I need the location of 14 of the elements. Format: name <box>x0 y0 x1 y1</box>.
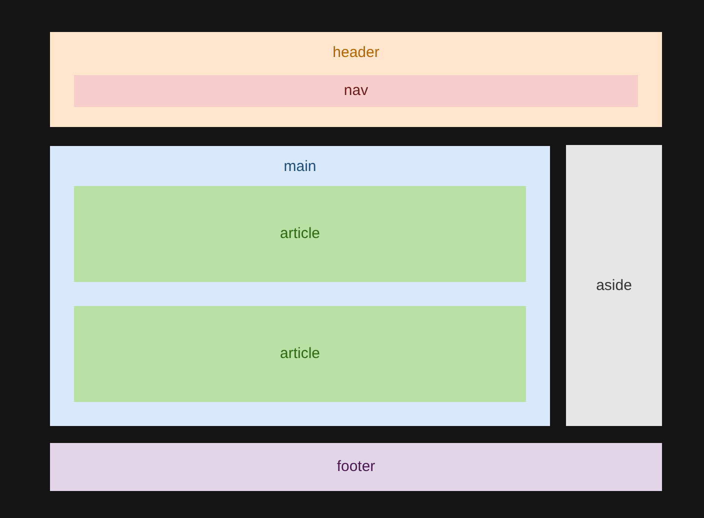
region-label: article <box>280 345 320 363</box>
article-region <box>74 186 526 282</box>
article-region <box>74 306 526 402</box>
main-region <box>50 146 550 426</box>
header-region <box>50 32 662 127</box>
region-label: main <box>284 158 316 176</box>
region-label: aside <box>596 276 632 294</box>
aside-region <box>566 145 662 426</box>
region-label: footer <box>336 458 376 476</box>
region-label: header <box>332 44 380 62</box>
footer-region <box>50 443 662 491</box>
region-label: article <box>280 225 320 243</box>
nav-region <box>74 75 638 107</box>
region-label: nav <box>344 82 368 100</box>
